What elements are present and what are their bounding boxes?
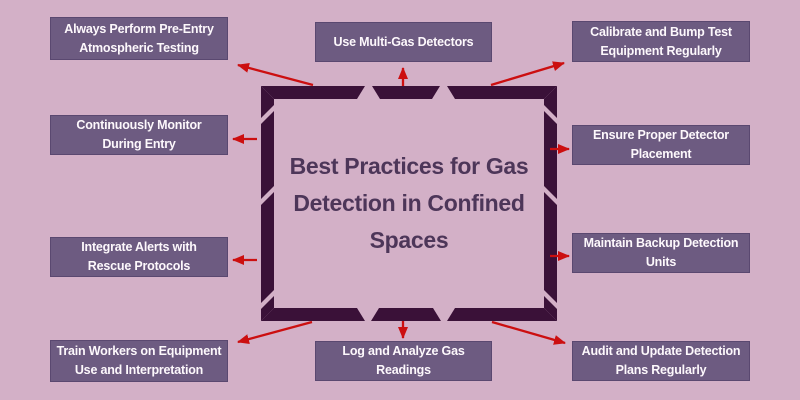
node-label-line: During Entry bbox=[102, 137, 176, 151]
node-label-line: Maintain Backup Detection bbox=[583, 236, 739, 250]
arrow-pre-entry-testing bbox=[237, 63, 314, 87]
node-label-line: Ensure Proper Detector bbox=[593, 128, 729, 142]
node-pre-entry-testing: Always Perform Pre-Entry Atmospheric Tes… bbox=[50, 17, 228, 60]
node-audit-plans: Audit and Update Detection Plans Regular… bbox=[572, 341, 750, 381]
node-label-line: Continuously Monitor bbox=[76, 118, 202, 132]
arrow-audit-plans bbox=[491, 320, 566, 345]
center-title-line: Spaces bbox=[369, 227, 449, 253]
node-label-line: Units bbox=[645, 255, 677, 269]
node-backup-units: Maintain Backup Detection Units bbox=[572, 233, 750, 273]
node-label-line: Equipment Regularly bbox=[600, 43, 722, 58]
node-label-line: Always Perform Pre-Entry bbox=[64, 21, 214, 36]
node-label-line: Use and Interpretation bbox=[74, 363, 204, 377]
arrow-calibrate-bump-test bbox=[490, 61, 565, 87]
node-log-readings: Log and Analyze Gas Readings bbox=[315, 341, 492, 381]
node-label-line: Placement bbox=[630, 147, 692, 161]
node-label-line: Train Workers on Equipment bbox=[56, 344, 222, 358]
node-label-line: Calibrate and Bump Test bbox=[590, 24, 732, 39]
node-label-line: Atmospheric Testing bbox=[79, 40, 199, 55]
node-label-line: Readings bbox=[376, 363, 431, 377]
node-continuous-monitoring: Continuously Monitor During Entry bbox=[50, 115, 228, 155]
node-multi-gas-detectors: Use Multi-Gas Detectors bbox=[315, 22, 492, 62]
node-train-workers: Train Workers on Equipment Use and Inter… bbox=[50, 340, 228, 382]
node-label-line: Integrate Alerts with bbox=[81, 240, 197, 254]
connector-arrows bbox=[232, 61, 570, 345]
node-label-line: Log and Analyze Gas bbox=[342, 344, 465, 358]
node-label-line: Plans Regularly bbox=[615, 363, 707, 377]
center-title: Best Practices for Gas Detection in Conf… bbox=[274, 99, 544, 308]
node-detector-placement: Ensure Proper Detector Placement bbox=[572, 125, 750, 165]
node-label-line: Audit and Update Detection bbox=[581, 344, 741, 358]
node-calibrate-bump-test: Calibrate and Bump Test Equipment Regula… bbox=[572, 21, 750, 62]
arrow-train-workers bbox=[237, 320, 313, 344]
node-integrate-alerts: Integrate Alerts with Rescue Protocols bbox=[50, 237, 228, 277]
center-title-line: Detection in Confined bbox=[293, 190, 525, 216]
center-title-line: Best Practices for Gas bbox=[289, 153, 529, 179]
center-dashed-border bbox=[261, 86, 557, 321]
node-label-line: Use Multi-Gas Detectors bbox=[333, 34, 474, 49]
node-label-line: Rescue Protocols bbox=[87, 259, 191, 273]
